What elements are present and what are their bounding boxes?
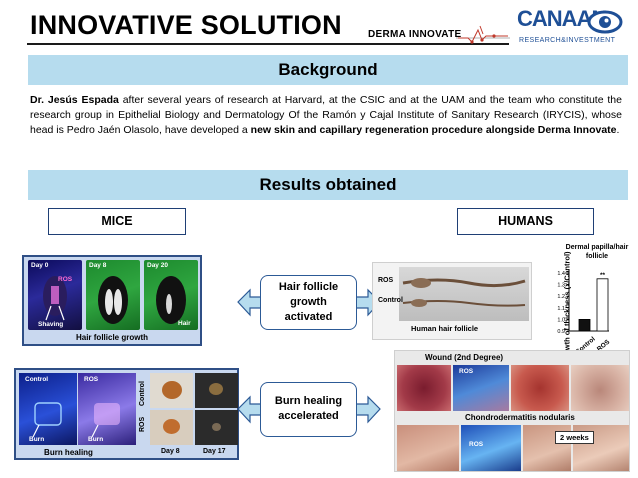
human-ros-label: ROS xyxy=(378,277,394,284)
wound-ros-day8 xyxy=(150,410,193,445)
ros-label: ROS xyxy=(58,276,73,283)
hair-growth-box: Hair follicle growth activated xyxy=(260,275,357,330)
wound-control-day8 xyxy=(150,373,193,408)
hair-growth-result: Hair follicle growth activated xyxy=(236,275,382,330)
human-wound-panel: Wound (2nd Degree) ROS Chondrodermatitis… xyxy=(394,350,630,472)
hair-result-line-1: Hair follicle xyxy=(278,281,339,293)
burn-ros-photo: ROS Burn xyxy=(78,373,136,445)
title-underline xyxy=(27,43,509,45)
wound-control-day17 xyxy=(195,373,238,408)
mouse-day20-icon xyxy=(156,276,186,324)
burn-healing-box: Burn healing accelerated xyxy=(260,382,357,437)
results-heading: Results obtained xyxy=(28,170,628,200)
wound-photo-1 xyxy=(397,365,451,411)
mouse-photo-day0: Day 0 ROS Shaving xyxy=(28,260,82,330)
control-label: Control xyxy=(25,376,49,383)
human-follicle-photo xyxy=(399,267,529,321)
hair-result-line-3: activated xyxy=(284,311,333,323)
wound-ros-label: ROS xyxy=(459,368,474,375)
mouse-photo-day8: Day 8 xyxy=(86,260,140,330)
background-heading: Background xyxy=(28,55,628,85)
humans-label: HUMANS xyxy=(457,208,594,235)
burn-healing-caption: Burn healing xyxy=(44,448,93,457)
paragraph-end: . xyxy=(616,124,620,136)
papilla-tick-label: 1.1 xyxy=(557,306,565,312)
papilla-chart-title: Dermal papilla/hair follicle xyxy=(565,244,629,260)
hair-result-line-2: growth xyxy=(290,296,327,308)
two-weeks-badge: 2 weeks xyxy=(555,431,594,444)
burn-healing-result: Burn healing accelerated xyxy=(236,382,382,437)
papilla-tick-label: 1.0 xyxy=(557,317,565,323)
ear-ros-label: ROS xyxy=(469,441,484,448)
mice-burn-healing-panel: Control Burn ROS Burn Control ROS Burn h… xyxy=(14,368,239,460)
shaving-label: Shaving xyxy=(38,321,64,328)
hair-follicle-caption: Hair follicle growth xyxy=(75,333,148,342)
canaan-logo-subtitle: RESEARCH&INVESTMENT xyxy=(519,37,616,44)
papilla-significance-label: ** xyxy=(600,272,606,279)
derma-logo-text: DERMA INNOVATE xyxy=(368,29,462,40)
background-paragraph: Dr. Jesús Espada after several years of … xyxy=(30,93,622,138)
papilla-tick-label: 1.2 xyxy=(557,294,565,300)
burn-day17-label: Day 17 xyxy=(203,448,226,455)
ros-side-label: ROS xyxy=(139,416,146,432)
burn-ros-area-icon xyxy=(91,403,120,438)
day8-label: Day 8 xyxy=(89,262,107,269)
burn-area-icon xyxy=(32,402,62,438)
human-hair-follicle-panel: ROS Control Human hair follicle xyxy=(372,262,532,340)
burn-day8-label: Day 8 xyxy=(161,448,180,455)
paragraph-highlight: new skin and capillary regeneration proc… xyxy=(250,124,617,136)
papilla-bar-ros xyxy=(596,278,609,332)
canaan-logo: CANAAN RESEARCH&INVESTMENT xyxy=(517,6,623,48)
derma-innovate-logo: DERMA INNOVATE xyxy=(368,24,510,46)
papilla-tick-label: 1.4 xyxy=(557,271,565,277)
wound-photo-3 xyxy=(511,365,569,411)
mice-hair-growth-panel: Day 0 ROS Shaving Day 8 Day 20 Hair Hair… xyxy=(22,255,202,346)
derma-wave-icon xyxy=(456,25,510,44)
papilla-tick-label: 0.9 xyxy=(557,329,565,335)
ear-photo-2: ROS xyxy=(461,425,521,471)
mice-label: MICE xyxy=(48,208,186,235)
wound-subtitle: Chondrodermatitis nodularis xyxy=(465,413,575,422)
page-title: INNOVATIVE SOLUTION xyxy=(30,10,342,40)
papilla-tick-label: 1.3 xyxy=(557,283,565,289)
mouse-photo-day20: Day 20 Hair xyxy=(144,260,198,330)
follicle-strands-icon xyxy=(402,278,526,307)
control-side-label: Control xyxy=(139,381,146,406)
wound-ros-day17 xyxy=(195,410,238,445)
burn-result-line-1: Burn healing xyxy=(274,395,343,407)
papilla-bar-control xyxy=(578,319,591,332)
mouse-day8-icon xyxy=(98,276,128,324)
hair-label: Hair xyxy=(178,320,191,327)
dermal-papilla-chart: Dermal papilla/hair follicle Growth of t… xyxy=(539,243,633,364)
day20-label: Day 20 xyxy=(147,262,168,269)
human-control-label: Control xyxy=(378,297,403,304)
ear-photo-1 xyxy=(397,425,459,471)
human-follicle-caption: Human hair follicle xyxy=(411,324,479,333)
papilla-chart-ylabel: Growth of thickness (x/Control) xyxy=(562,251,572,364)
burn-result-line-2: accelerated xyxy=(278,410,339,422)
paragraph-body: after several years of research at Harva… xyxy=(30,94,622,136)
wound-title: Wound (2nd Degree) xyxy=(425,353,504,362)
eye-icon xyxy=(587,10,623,34)
wound-photo-2: ROS xyxy=(453,365,509,411)
wound-photo-4 xyxy=(571,365,629,411)
researcher-name: Dr. Jesús Espada xyxy=(30,94,119,106)
mouse-ros-marks-icon xyxy=(43,276,67,321)
day0-label: Day 0 xyxy=(31,262,49,269)
ros-label-burn: ROS xyxy=(84,376,99,383)
burn-label-1: Burn xyxy=(29,436,45,443)
burn-control-photo: Control Burn xyxy=(19,373,77,445)
burn-label-2: Burn xyxy=(88,436,104,443)
